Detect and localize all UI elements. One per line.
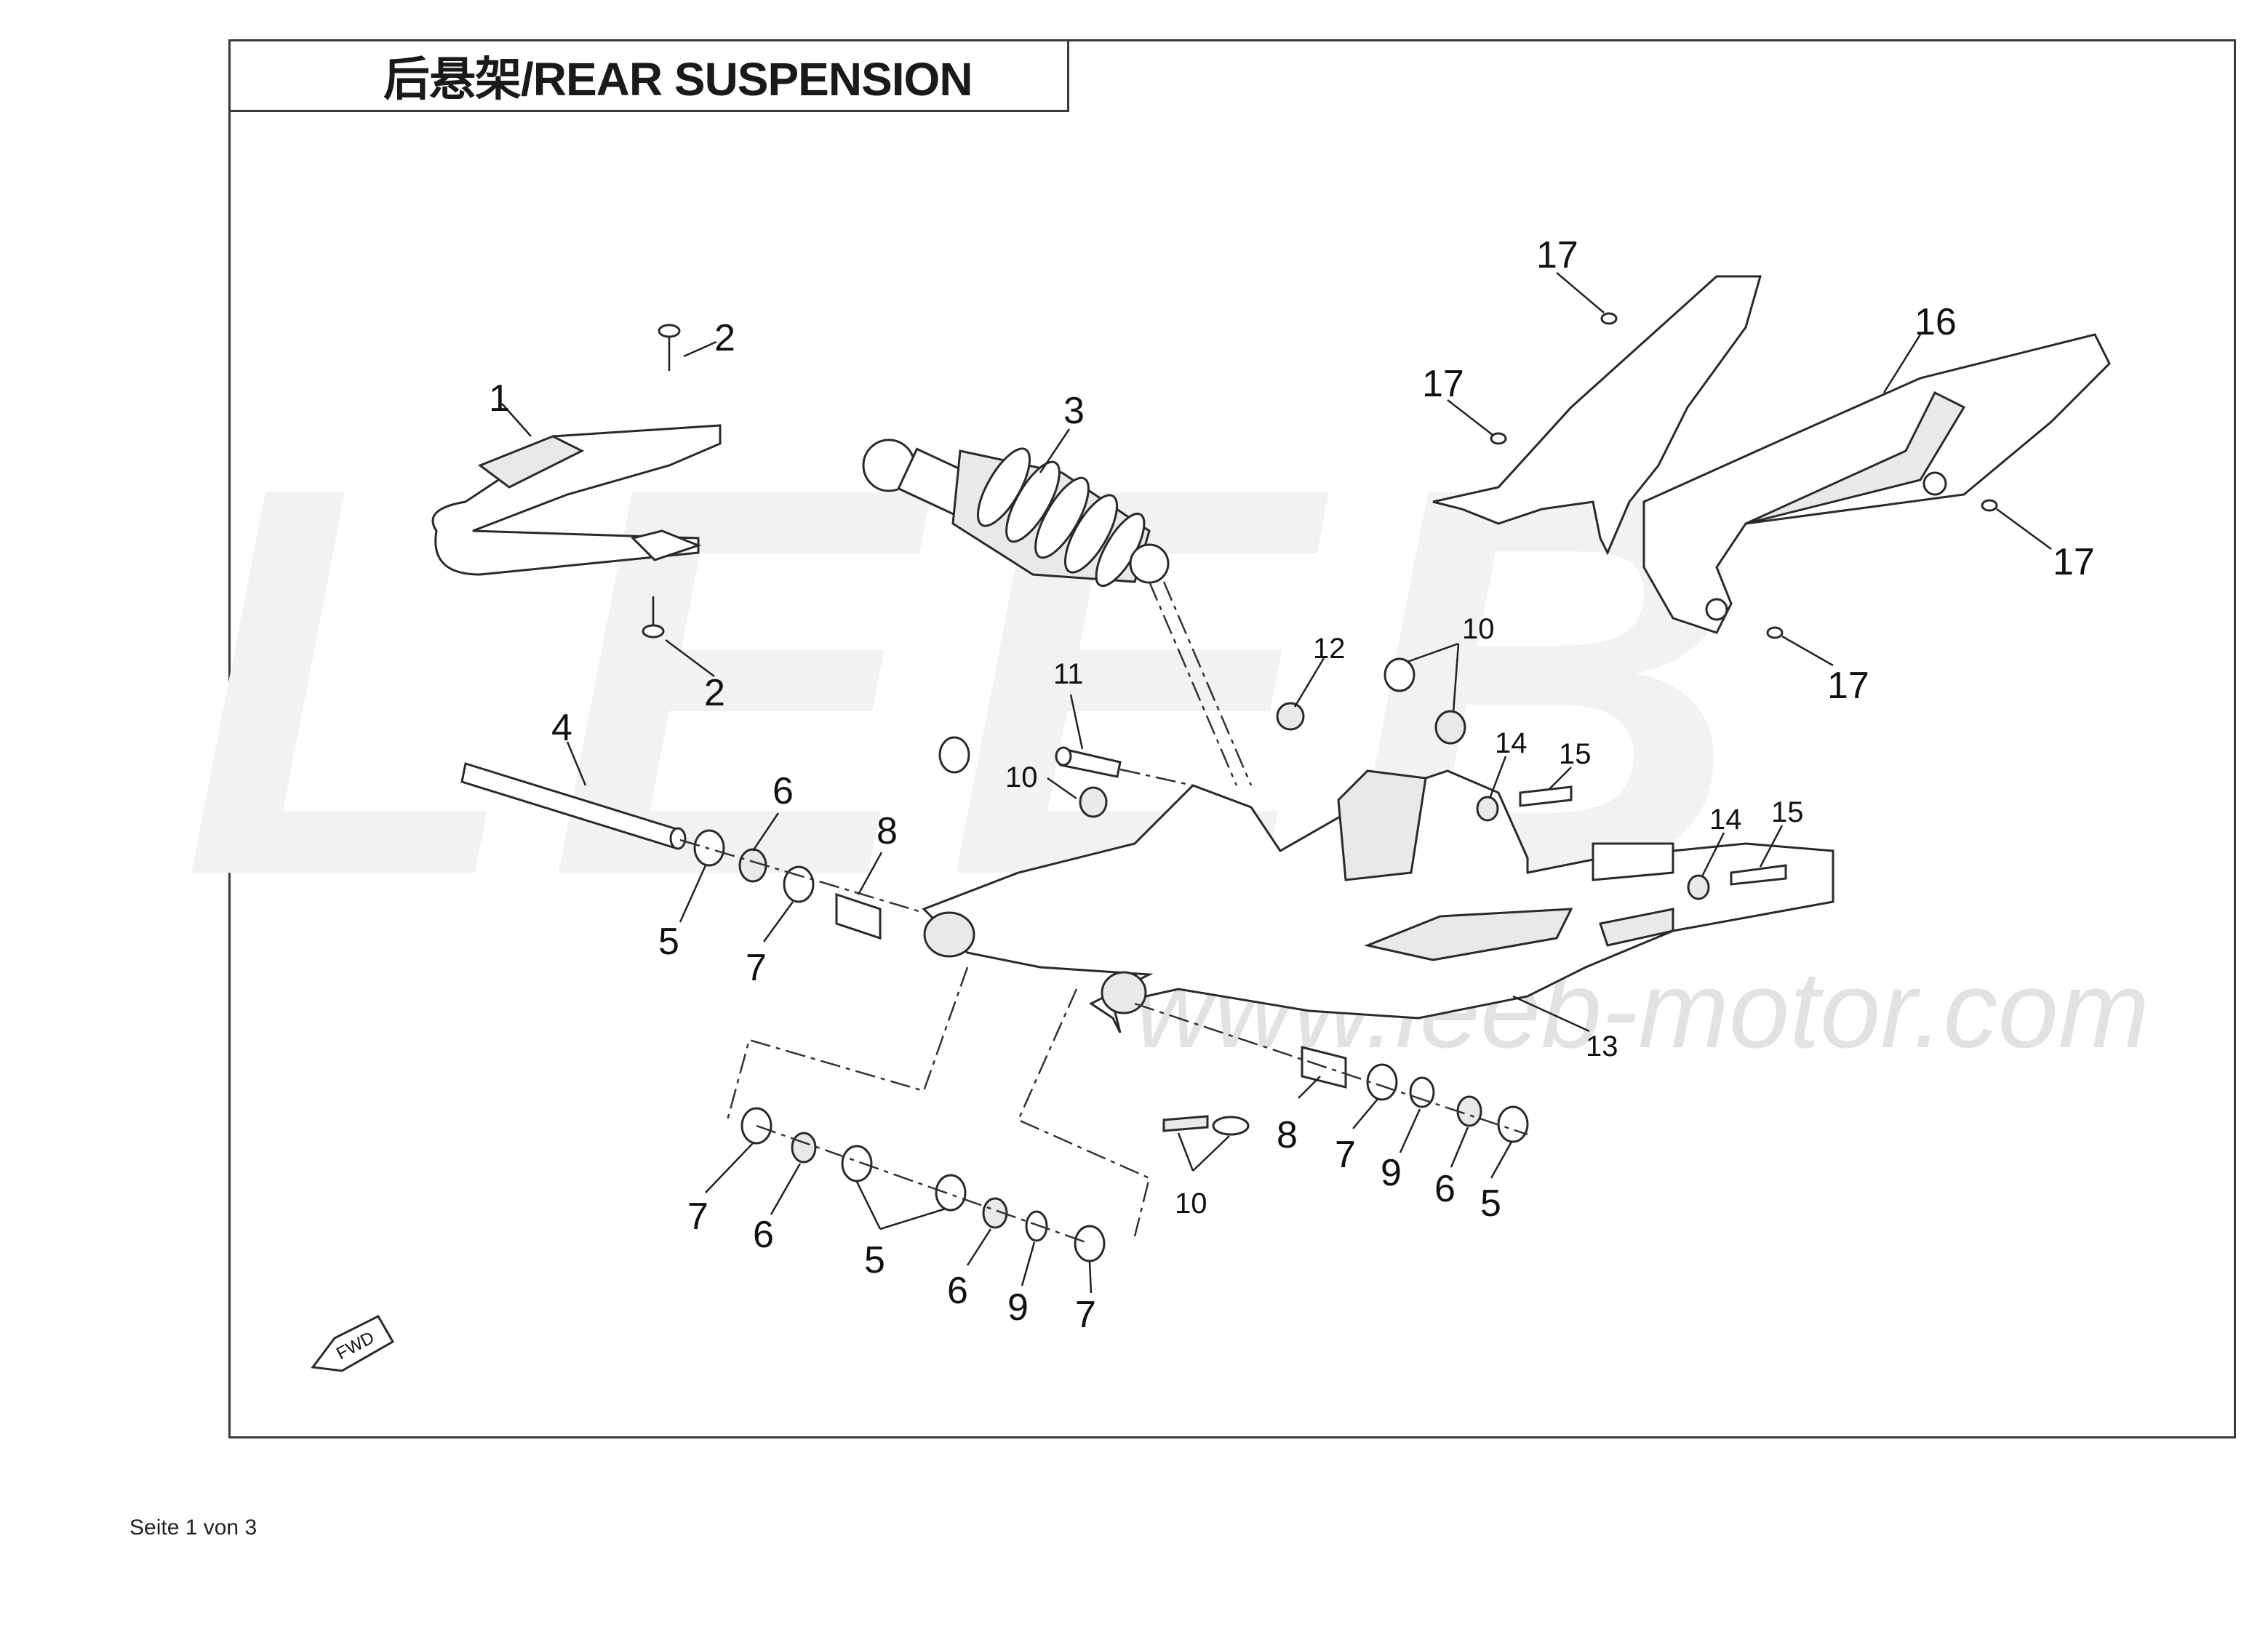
callout-15-upper: 15 xyxy=(1559,738,1592,770)
lower-cap-part-1 xyxy=(1162,1115,1209,1132)
bolt-part xyxy=(1055,746,1122,778)
mudguard-screw-4 xyxy=(1766,626,1784,639)
page-footer: Seite 1 von 3 xyxy=(129,1516,257,1540)
callout-17-bottom: 17 xyxy=(1827,665,1869,707)
callout-8-right: 8 xyxy=(1277,1114,1298,1156)
callout-17-top: 17 xyxy=(1536,234,1578,276)
assembly-line-center xyxy=(1017,988,1151,1237)
mudguard-screw-2 xyxy=(1490,432,1507,445)
callout-11: 11 xyxy=(1053,658,1084,690)
callout-9-lower: 9 xyxy=(1007,1286,1029,1329)
title-box: 后悬架/REAR SUSPENSION xyxy=(228,39,1069,112)
nut-part xyxy=(1276,702,1305,731)
callout-3: 3 xyxy=(1063,390,1085,432)
left-bearing-set xyxy=(693,829,882,940)
callout-8-left: 8 xyxy=(877,810,898,852)
callout-7-lower-right: 7 xyxy=(1075,1294,1096,1336)
screw-part-top xyxy=(658,324,681,371)
adjuster-nut-part-2 xyxy=(1687,874,1710,900)
callout-2-bottom: 2 xyxy=(704,672,725,714)
callout-2-top: 2 xyxy=(714,317,735,359)
callout-9-right: 9 xyxy=(1381,1152,1402,1194)
callout-1: 1 xyxy=(489,377,510,420)
callout-7-lower-left: 7 xyxy=(687,1196,708,1238)
cap-part-3 xyxy=(1383,657,1415,692)
callout-5-left: 5 xyxy=(658,921,679,963)
adjuster-bolt-part-1 xyxy=(1519,785,1573,807)
adjuster-nut-part-1 xyxy=(1476,796,1499,822)
mudguard-screw-1 xyxy=(1600,312,1618,325)
assembly-line-right xyxy=(1134,1002,1528,1136)
callout-10-upper-right: 10 xyxy=(1462,613,1495,645)
callout-15-lower: 15 xyxy=(1771,796,1804,828)
mudguard-screw-3 xyxy=(1981,499,1998,512)
rear-mudguard-part xyxy=(1432,275,2111,634)
adjuster-bolt-part-2 xyxy=(1730,864,1787,886)
callout-4: 4 xyxy=(551,707,572,749)
chain-guide-part xyxy=(431,424,722,576)
rear-shock-absorber-part xyxy=(862,439,1170,588)
assembly-line-bolt xyxy=(1119,768,1194,787)
callout-6-lower-right: 6 xyxy=(947,1270,968,1312)
callout-13: 13 xyxy=(1586,1030,1618,1062)
cap-part-1 xyxy=(938,736,970,774)
callout-17-right: 17 xyxy=(2053,541,2095,583)
swingarm-part xyxy=(922,769,1834,1033)
assembly-line-lower-left xyxy=(756,1124,1090,1245)
lower-cap-part-2 xyxy=(1212,1116,1250,1136)
callout-14-upper: 14 xyxy=(1495,727,1528,759)
callout-10-lower: 10 xyxy=(1175,1188,1207,1220)
swingarm-pivot-axle-part xyxy=(460,762,687,850)
lower-left-bearing-set xyxy=(740,1107,1106,1262)
assembly-line-left xyxy=(726,966,969,1121)
callout-10-upper-left: 10 xyxy=(1005,761,1038,793)
assembly-line-axle xyxy=(679,838,925,914)
callout-7-right: 7 xyxy=(1335,1134,1356,1176)
leader-lines xyxy=(501,272,2052,1294)
callout-6-left: 6 xyxy=(772,770,794,812)
callout-5-lower: 5 xyxy=(864,1239,885,1281)
callout-7-left: 7 xyxy=(746,947,767,989)
forward-direction-arrow: FWD xyxy=(311,1315,395,1372)
callout-12: 12 xyxy=(1313,633,1346,665)
callout-16: 16 xyxy=(1914,301,1957,343)
callout-17-left: 17 xyxy=(1422,363,1464,405)
callout-6-right: 6 xyxy=(1434,1168,1456,1210)
assembly-line-shock xyxy=(1148,581,1238,786)
callout-14-lower: 14 xyxy=(1709,804,1742,836)
callout-5-right: 5 xyxy=(1480,1182,1501,1225)
cap-part-4 xyxy=(1434,710,1466,745)
screw-part-bottom xyxy=(642,596,665,639)
cap-part-2 xyxy=(1079,786,1108,818)
diagram-frame xyxy=(228,39,2236,1438)
assembly-line-shock-2 xyxy=(1162,581,1253,786)
callout-6-lower-left: 6 xyxy=(753,1214,774,1256)
page-title: 后悬架/REAR SUSPENSION xyxy=(383,53,973,105)
